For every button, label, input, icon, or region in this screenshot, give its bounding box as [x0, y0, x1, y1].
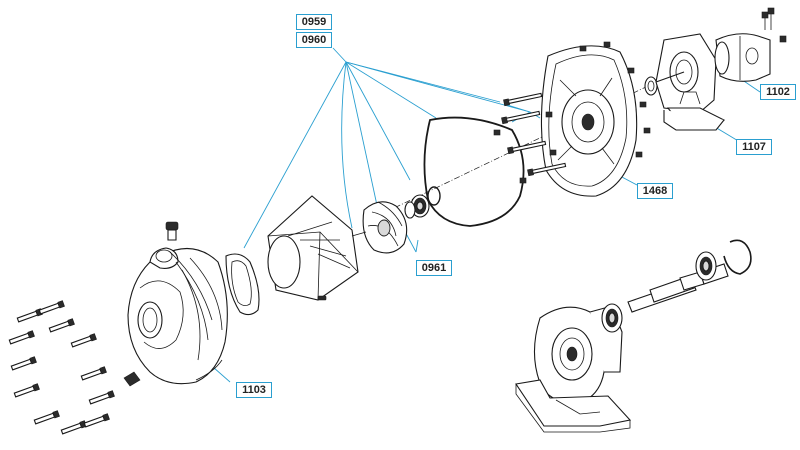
volute-insert-icon — [267, 195, 359, 301]
callout-1468: 1468 — [637, 183, 673, 199]
mechanical-seal-icon — [404, 194, 430, 219]
callout-1107: 1107 — [736, 139, 772, 155]
bearing-bracket-icon — [663, 110, 725, 131]
retaining-ring-icon — [723, 239, 752, 275]
callout-1102: 1102 — [760, 84, 796, 100]
bearing-bracket-icon — [515, 305, 632, 433]
callout-1103: 1103 — [236, 382, 272, 398]
pump-casing-icon — [123, 221, 228, 387]
callout-0961: 0961 — [416, 260, 452, 276]
callout-0960: 0960 — [296, 32, 332, 48]
seal-plate-icon — [540, 41, 651, 197]
bolt-set-icon — [8, 300, 115, 435]
bearing-icon — [601, 251, 717, 333]
hydraulic-motor-icon — [714, 7, 787, 82]
impeller-icon — [351, 201, 408, 254]
coupling-adapter-icon — [644, 33, 726, 127]
gasket-icon — [423, 116, 525, 227]
gasket-icon — [225, 253, 260, 316]
bolt-set-icon — [493, 92, 567, 184]
callout-0959: 0959 — [296, 14, 332, 30]
